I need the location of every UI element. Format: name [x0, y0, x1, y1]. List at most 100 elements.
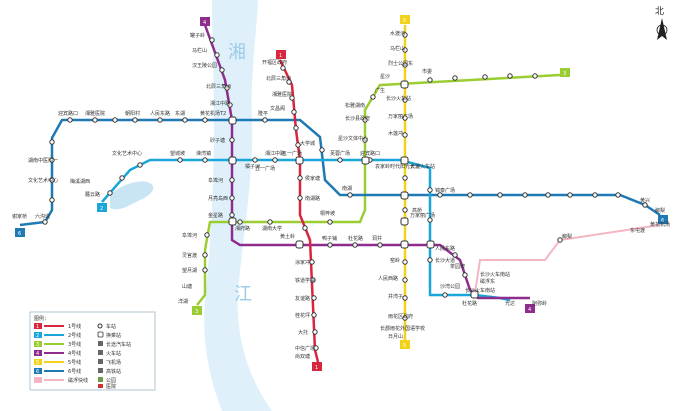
- station[interactable]: [557, 237, 563, 243]
- station[interactable]: [119, 175, 125, 181]
- station[interactable]: [327, 219, 333, 225]
- interchange-marker[interactable]: [228, 217, 237, 226]
- station[interactable]: [252, 157, 258, 163]
- station[interactable]: [427, 77, 433, 83]
- station[interactable]: [402, 47, 408, 53]
- station[interactable]: [402, 295, 408, 301]
- line-5-badge-south[interactable]: [400, 340, 410, 349]
- line-4-badge[interactable]: [200, 17, 210, 26]
- station[interactable]: [262, 117, 268, 123]
- interchange-marker[interactable]: [400, 80, 409, 89]
- station[interactable]: [522, 192, 528, 198]
- station[interactable]: [452, 252, 458, 258]
- station[interactable]: [402, 277, 408, 283]
- line-6-badge-east[interactable]: [658, 215, 668, 224]
- station[interactable]: [182, 117, 188, 123]
- interchange-marker[interactable]: [400, 217, 409, 226]
- line-2-badge[interactable]: [97, 203, 107, 212]
- station[interactable]: [229, 195, 235, 201]
- station[interactable]: [427, 187, 433, 193]
- station[interactable]: [49, 139, 55, 145]
- station[interactable]: [297, 175, 303, 181]
- station[interactable]: [219, 67, 225, 73]
- station[interactable]: [402, 207, 408, 213]
- station[interactable]: [402, 259, 408, 265]
- station[interactable]: [229, 177, 235, 183]
- station[interactable]: [567, 192, 573, 198]
- station[interactable]: [402, 32, 408, 38]
- station[interactable]: [224, 85, 230, 91]
- station[interactable]: [402, 62, 408, 68]
- station[interactable]: [327, 242, 333, 248]
- station[interactable]: [310, 277, 316, 283]
- station[interactable]: [312, 329, 318, 335]
- station[interactable]: [42, 219, 48, 225]
- station[interactable]: [107, 190, 113, 196]
- station[interactable]: [309, 259, 315, 265]
- station[interactable]: [592, 192, 598, 198]
- station[interactable]: [202, 267, 208, 273]
- line-4-badge-south[interactable]: [525, 304, 535, 313]
- station[interactable]: [202, 157, 208, 163]
- station[interactable]: [402, 115, 408, 121]
- station[interactable]: [437, 192, 443, 198]
- station[interactable]: [214, 52, 220, 58]
- station[interactable]: [347, 192, 353, 198]
- station[interactable]: [467, 192, 473, 198]
- station[interactable]: [272, 157, 278, 163]
- interchange-marker[interactable]: [295, 156, 304, 165]
- station[interactable]: [319, 147, 325, 153]
- station[interactable]: [289, 95, 295, 101]
- station[interactable]: [293, 125, 299, 131]
- station[interactable]: [452, 75, 458, 81]
- station[interactable]: [427, 257, 433, 263]
- interchange-marker[interactable]: [361, 156, 370, 165]
- station[interactable]: [482, 74, 488, 80]
- station[interactable]: [313, 345, 319, 351]
- station[interactable]: [157, 117, 163, 123]
- station[interactable]: [462, 272, 468, 278]
- station[interactable]: [67, 117, 73, 123]
- station[interactable]: [112, 117, 118, 123]
- station[interactable]: [545, 192, 551, 198]
- station[interactable]: [497, 192, 503, 198]
- station[interactable]: [402, 315, 408, 321]
- station[interactable]: [615, 192, 621, 198]
- station[interactable]: [291, 109, 297, 115]
- line-6-badge[interactable]: [15, 228, 25, 237]
- interchange-marker[interactable]: [228, 156, 237, 165]
- station[interactable]: [49, 157, 55, 163]
- station[interactable]: [295, 142, 301, 148]
- station[interactable]: [132, 117, 138, 123]
- station[interactable]: [49, 177, 55, 183]
- interchange-marker[interactable]: [400, 240, 409, 249]
- station[interactable]: [302, 225, 308, 231]
- line-1-badge[interactable]: [276, 50, 286, 59]
- station[interactable]: [402, 132, 408, 138]
- station[interactable]: [427, 217, 433, 223]
- station[interactable]: [311, 312, 317, 318]
- interchange-marker[interactable]: [228, 116, 237, 125]
- station[interactable]: [204, 232, 210, 238]
- station[interactable]: [507, 73, 513, 79]
- station[interactable]: [202, 117, 208, 123]
- station[interactable]: [286, 79, 292, 85]
- station[interactable]: [362, 137, 368, 143]
- station[interactable]: [297, 195, 303, 201]
- station[interactable]: [237, 219, 243, 225]
- line-3-badge-south[interactable]: [192, 306, 202, 315]
- station[interactable]: [209, 37, 215, 43]
- station[interactable]: [532, 73, 538, 79]
- interchange-marker[interactable]: [400, 156, 409, 165]
- interchange-marker[interactable]: [400, 191, 409, 200]
- station[interactable]: [49, 197, 55, 203]
- station[interactable]: [92, 117, 98, 123]
- interchange-marker[interactable]: [426, 240, 435, 249]
- station[interactable]: [362, 117, 368, 123]
- station[interactable]: [202, 252, 208, 258]
- station[interactable]: [352, 242, 358, 248]
- station[interactable]: [402, 175, 408, 181]
- station[interactable]: [137, 162, 143, 168]
- station[interactable]: [229, 212, 235, 218]
- station[interactable]: [642, 202, 648, 208]
